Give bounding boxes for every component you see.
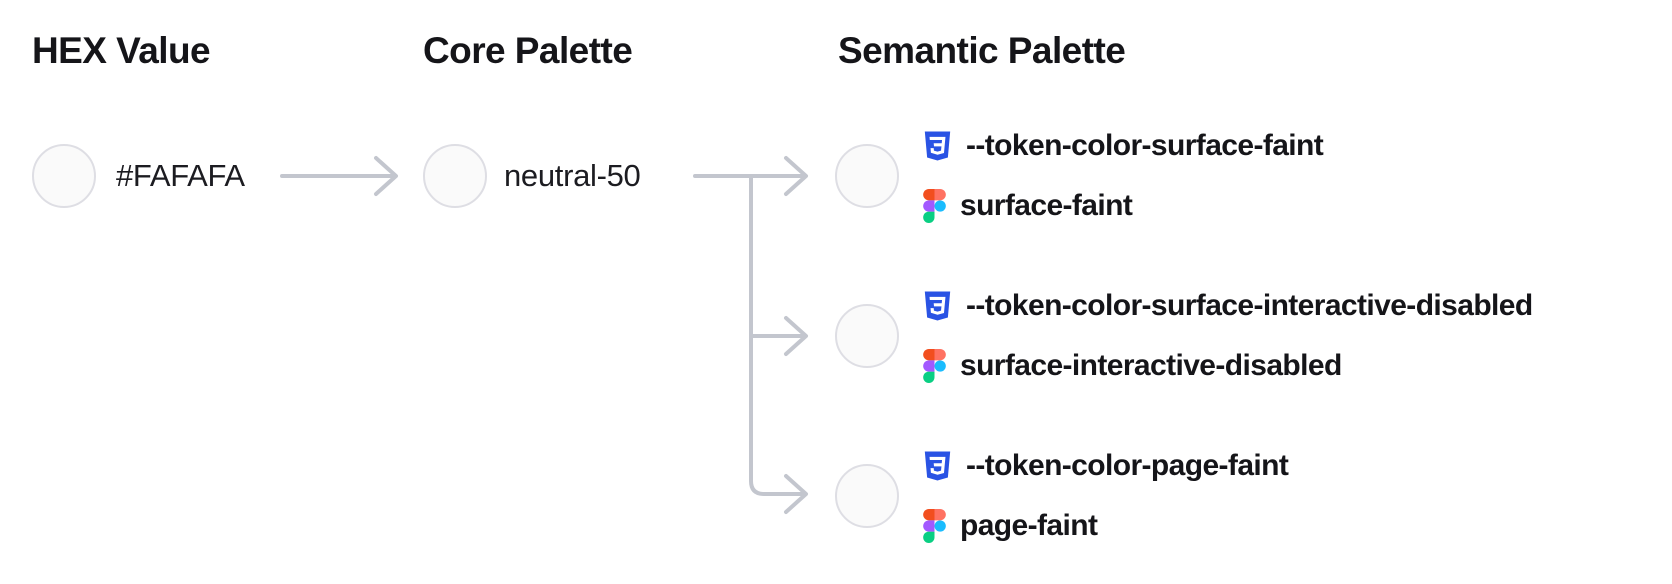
hex-value-node: #FAFAFA xyxy=(32,144,245,208)
core-token-label: neutral-50 xyxy=(504,158,641,193)
semantic-token-row: --token-color-page-faint page-faint xyxy=(835,447,1289,545)
semantic-token-row: --token-color-surface-interactive-disabl… xyxy=(835,287,1533,385)
figma-logo-icon xyxy=(923,509,946,543)
figma-token-name: surface-faint xyxy=(960,189,1133,222)
semantic-color-swatch xyxy=(835,144,899,208)
css3-badge-icon xyxy=(923,289,952,323)
figma-token-name: page-faint xyxy=(960,509,1098,542)
core-color-swatch xyxy=(423,144,487,208)
core-palette-node: neutral-50 xyxy=(423,144,641,208)
figma-logo-icon xyxy=(923,349,946,383)
css3-badge-icon xyxy=(923,449,952,483)
css3-badge-icon xyxy=(923,129,952,163)
css-token-name: --token-color-page-faint xyxy=(966,449,1289,482)
css-token-name: --token-color-surface-faint xyxy=(966,129,1324,162)
column-heading-hex-value: HEX Value xyxy=(32,30,211,71)
semantic-color-swatch xyxy=(835,464,899,528)
arrow-core-to-semantic-1-head xyxy=(784,156,808,196)
connector-trunk xyxy=(749,174,803,496)
arrow-core-to-semantic-3-head xyxy=(784,474,808,514)
hex-value-label: #FAFAFA xyxy=(116,158,245,193)
css-token-name: --token-color-surface-interactive-disabl… xyxy=(966,289,1533,322)
figma-logo-icon xyxy=(923,189,946,223)
hex-color-swatch xyxy=(32,144,96,208)
column-heading-semantic-palette: Semantic Palette xyxy=(838,30,1126,71)
column-heading-core-palette: Core Palette xyxy=(423,30,633,71)
figma-token-name: surface-interactive-disabled xyxy=(960,349,1342,382)
arrow-core-to-semantic-2-head xyxy=(784,316,808,356)
semantic-token-row: --token-color-surface-faint surface-fain… xyxy=(835,127,1324,225)
arrow-hex-to-core-head xyxy=(374,156,398,196)
semantic-color-swatch xyxy=(835,304,899,368)
